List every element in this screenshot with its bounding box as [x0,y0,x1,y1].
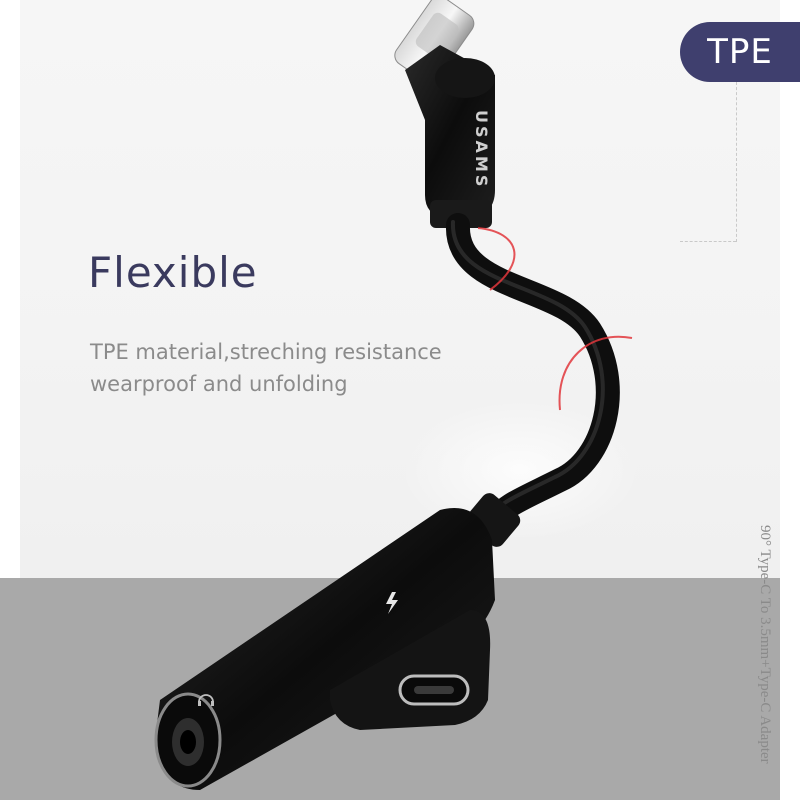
bend-indicator-arc-1 [477,227,516,291]
background-glow [400,400,640,540]
feature-description: TPE material,streching resistance wearpr… [90,336,442,400]
description-line-1: TPE material,streching resistance [90,340,442,364]
background-panel [20,0,780,578]
bend-indicator-arc-2 [558,335,633,411]
background-right [780,0,800,800]
badge-leader-line [736,82,737,242]
feature-title: Flexible [88,248,258,297]
brand-logo: USAMS [472,110,491,189]
badge-leader-line-horizontal [680,241,736,242]
material-badge: TPE [680,22,800,82]
description-line-2: wearproof and unfolding [90,372,348,396]
lightning-icon [386,592,398,614]
background-left [0,0,20,578]
product-caption: 90° Type-C To 3.5mm+Type-C Adapter [757,525,773,764]
adapter-body [154,508,495,790]
headphone-icon [198,694,214,706]
